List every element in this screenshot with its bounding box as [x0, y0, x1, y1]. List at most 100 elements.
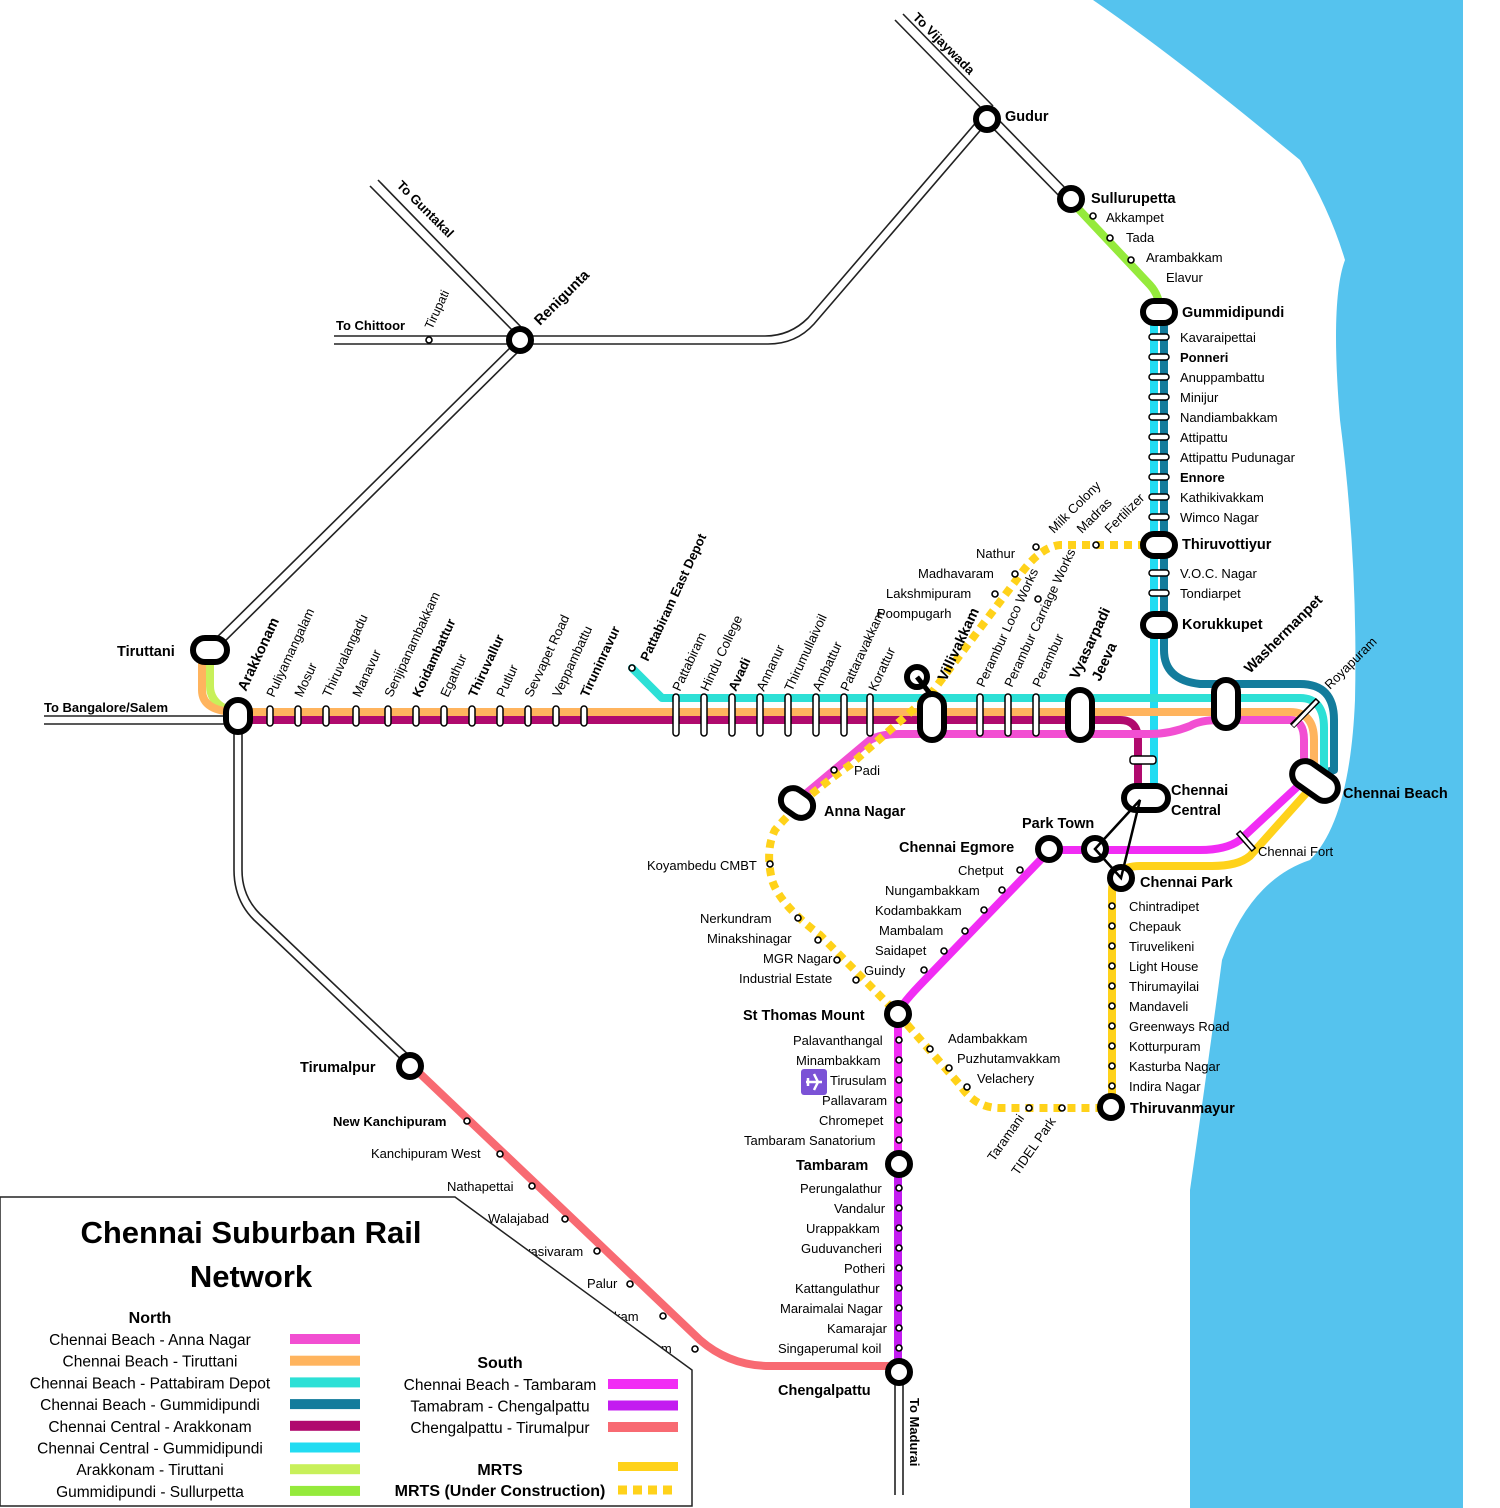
station-tick	[552, 705, 560, 727]
label-kavaraipettai: Kavaraipettai	[1180, 330, 1256, 345]
label-maraimalai-nagar: Maraimalai Nagar	[780, 1301, 883, 1316]
station-dot	[626, 1280, 634, 1288]
legend-swatch-beach_anna_nagar	[290, 1334, 360, 1344]
airplane-icon	[801, 1069, 827, 1095]
label-guduvancheri: Guduvancheri	[801, 1241, 882, 1256]
label-fertilizer: Fertilizer	[1102, 490, 1148, 536]
station-tick	[524, 705, 532, 727]
legend-heading-mrts: MRTS	[477, 1462, 523, 1479]
label-anna-nagar: Anna Nagar	[824, 804, 906, 820]
station-tick	[1148, 413, 1170, 421]
station-dot	[961, 927, 969, 935]
station-dot	[1108, 942, 1116, 950]
station-tick	[322, 705, 330, 727]
station-dot	[940, 947, 948, 955]
station-dot	[1025, 1104, 1033, 1112]
label-wimco-nagar: Wimco Nagar	[1180, 510, 1259, 525]
label-saidapet: Saidapet	[875, 943, 927, 958]
legend-swatch-beach_tambaram	[608, 1379, 678, 1389]
station-dot	[1108, 1082, 1116, 1090]
station-dot	[814, 936, 822, 944]
station-dot	[895, 1056, 903, 1064]
station-marker-st-thomas-mount	[884, 1000, 912, 1028]
legend-swatch-central_gummidipundi	[290, 1442, 360, 1453]
station-tick	[384, 705, 392, 727]
station-dot	[991, 590, 999, 598]
station-tick	[1148, 569, 1170, 577]
label-kamarajar: Kamarajar	[827, 1321, 888, 1336]
station-tick	[1148, 493, 1170, 501]
label-gudur: Gudur	[1005, 109, 1049, 125]
label-voc-nagar: V.O.C. Nagar	[1180, 566, 1258, 581]
label-nerkundram: Nerkundram	[700, 911, 772, 926]
intercity-tracks	[44, 13, 1075, 1495]
legend-heading-north: North	[129, 1310, 172, 1327]
label-kodambakkam: Kodambakkam	[875, 903, 962, 918]
station-tick	[784, 693, 792, 737]
station-tick	[468, 705, 476, 727]
label-elavur: Elavur	[1166, 270, 1204, 285]
station-dot	[895, 1116, 903, 1124]
station-tick	[1148, 513, 1170, 521]
label-mandaveli: Mandaveli	[1129, 999, 1188, 1014]
label-kathikivakkam: Kathikivakkam	[1180, 490, 1264, 505]
station-dot	[766, 860, 774, 868]
station-dot	[1108, 962, 1116, 970]
label-attipattu-pudunagar: Attipattu Pudunagar	[1180, 450, 1296, 465]
station-marker-gummidipundi	[1140, 298, 1178, 326]
station-tick-chennai-fort-inner	[1237, 832, 1255, 850]
legend-label-central_arakkonam: Chennai Central - Arakkonam	[48, 1419, 251, 1436]
label-chennai-egmore: Chennai Egmore	[899, 840, 1014, 856]
label-tiruvelikeni: Tiruvelikeni	[1129, 939, 1194, 954]
label-kotturpuram: Kotturpuram	[1129, 1039, 1201, 1054]
station-tick	[1148, 453, 1170, 461]
station-marker-washermanpet	[1211, 677, 1241, 731]
station-marker-tirumalpur	[396, 1052, 424, 1080]
legend-label-beach_tiruttani: Chennai Beach - Tiruttani	[63, 1354, 238, 1371]
station-dot	[852, 976, 860, 984]
label-korukkupet: Korukkupet	[1182, 617, 1263, 633]
legend-label-central_gummidipundi: Chennai Central - Gummidipundi	[37, 1441, 263, 1458]
station-dot	[895, 1244, 903, 1252]
label-walajabad: Walajabad	[488, 1211, 549, 1226]
legend-title-line1: Chennai Suburban Rail	[80, 1215, 421, 1250]
station-tick	[1148, 473, 1170, 481]
track-arakkonam-tirumalpur	[233, 720, 415, 1067]
label-industrial-estate: Industrial Estate	[739, 971, 832, 986]
station-tick	[1148, 433, 1170, 441]
station-tick	[1148, 333, 1170, 341]
label-akkampet: Akkampet	[1106, 210, 1164, 225]
label-thiruvanmayur: Thiruvanmayur	[1130, 1101, 1235, 1117]
station-dot	[895, 1096, 903, 1104]
track-chengalpattu-madurai	[894, 1372, 904, 1495]
label-poompugarh: Poompugarh	[877, 606, 951, 621]
station-marker-chennai-egmore	[1035, 835, 1063, 863]
label-chintradipet: Chintradipet	[1129, 899, 1199, 914]
legend-label-beach_pattabiram: Chennai Beach - Pattabiram Depot	[30, 1375, 271, 1392]
label-urappakkam: Urappakkam	[806, 1221, 880, 1236]
station-tick	[1148, 393, 1170, 401]
line-beach-gummidipundi	[1160, 308, 1338, 779]
legend-swatch-beach_gummidipundi	[290, 1399, 360, 1410]
legend-title-line2: Network	[190, 1259, 313, 1294]
label-washermanpet: Washermanpet	[1242, 592, 1327, 677]
track-gudur-sullurpetta	[982, 111, 1075, 204]
label-chepauk: Chepauk	[1129, 919, 1182, 934]
line-mrts-under-construction-south	[894, 1011, 1110, 1112]
label-renigunta: Renigunta	[532, 267, 594, 329]
station-tick	[1004, 693, 1012, 737]
label-thiruvottiyur: Thiruvottiyur	[1182, 537, 1272, 553]
station-marker-tiruttani	[190, 635, 230, 665]
station-dot	[895, 1076, 903, 1084]
legend-swatch-chengalpattu_tirumalpur	[608, 1422, 678, 1432]
station-tick	[294, 705, 302, 727]
major-station-markers	[190, 105, 1341, 1386]
label-tirupati: Tirupati	[422, 288, 452, 331]
label-singaperumal-koil: Singaperumal koil	[778, 1341, 881, 1356]
label-tirusulam: Tirusulam	[830, 1073, 887, 1088]
direction-guntakal: To Guntakal	[394, 178, 457, 241]
legend-label-beach_anna_nagar: Chennai Beach - Anna Nagar	[49, 1332, 251, 1349]
station-dot	[1032, 543, 1040, 551]
label-perungalathur: Perungalathur	[800, 1181, 882, 1196]
